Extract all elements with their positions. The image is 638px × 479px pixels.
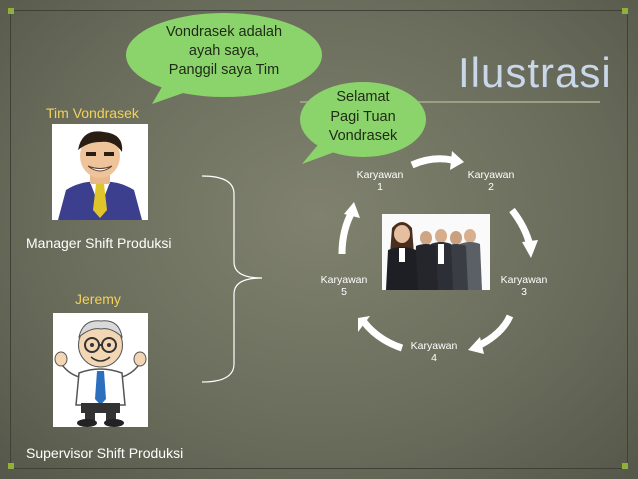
manager-role: Manager Shift Produksi — [26, 235, 172, 251]
speech-line: Panggil saya Tim — [168, 62, 280, 78]
cycle-node-karyawan-3: Karyawan 3 — [500, 274, 548, 298]
manager-speech-bubble: Vondrasek adalah ayah saya, Panggil saya… — [126, 13, 322, 97]
slide-title: Ilustrasi — [458, 49, 612, 96]
nerd-cartoon-icon — [53, 313, 148, 427]
supervisor-name: Jeremy — [75, 291, 121, 307]
manager-name: Tim Vondrasek — [46, 105, 139, 121]
corner-accent-top-left — [8, 8, 14, 14]
cycle-node-karyawan-1: Karyawan 1 — [356, 169, 404, 193]
slide-frame — [10, 10, 628, 469]
speech-line: Vondrasek — [328, 128, 398, 144]
businessman-cartoon-icon — [52, 124, 148, 220]
arrow-3-to-4 — [476, 314, 514, 350]
supervisor-role: Supervisor Shift Produksi — [26, 445, 184, 461]
arrow-2-to-3 — [509, 207, 534, 247]
corner-accent-bottom-right — [622, 463, 628, 469]
business-team-photo — [382, 214, 490, 290]
speech-line: Pagi Tuan — [330, 108, 396, 125]
title-underline — [300, 101, 600, 103]
arrow-5-to-1 — [338, 210, 356, 255]
arrow-1-to-2 — [410, 155, 453, 169]
cycle-node-karyawan-5: Karyawan 5 — [320, 274, 368, 298]
cycle-node-karyawan-4: Karyawan 4 — [410, 340, 458, 364]
employee-speech-bubble: Selamat Pagi Tuan Vondrasek — [300, 82, 426, 157]
speech-line: Vondrasek adalah — [165, 24, 283, 40]
corner-accent-bottom-left — [8, 463, 14, 469]
speech-line: Selamat — [336, 89, 390, 105]
arrow-4-to-5 — [361, 319, 404, 352]
cycle-node-karyawan-2: Karyawan 2 — [467, 169, 515, 193]
corner-accent-top-right — [622, 8, 628, 14]
speech-line: ayah saya, — [188, 43, 260, 59]
